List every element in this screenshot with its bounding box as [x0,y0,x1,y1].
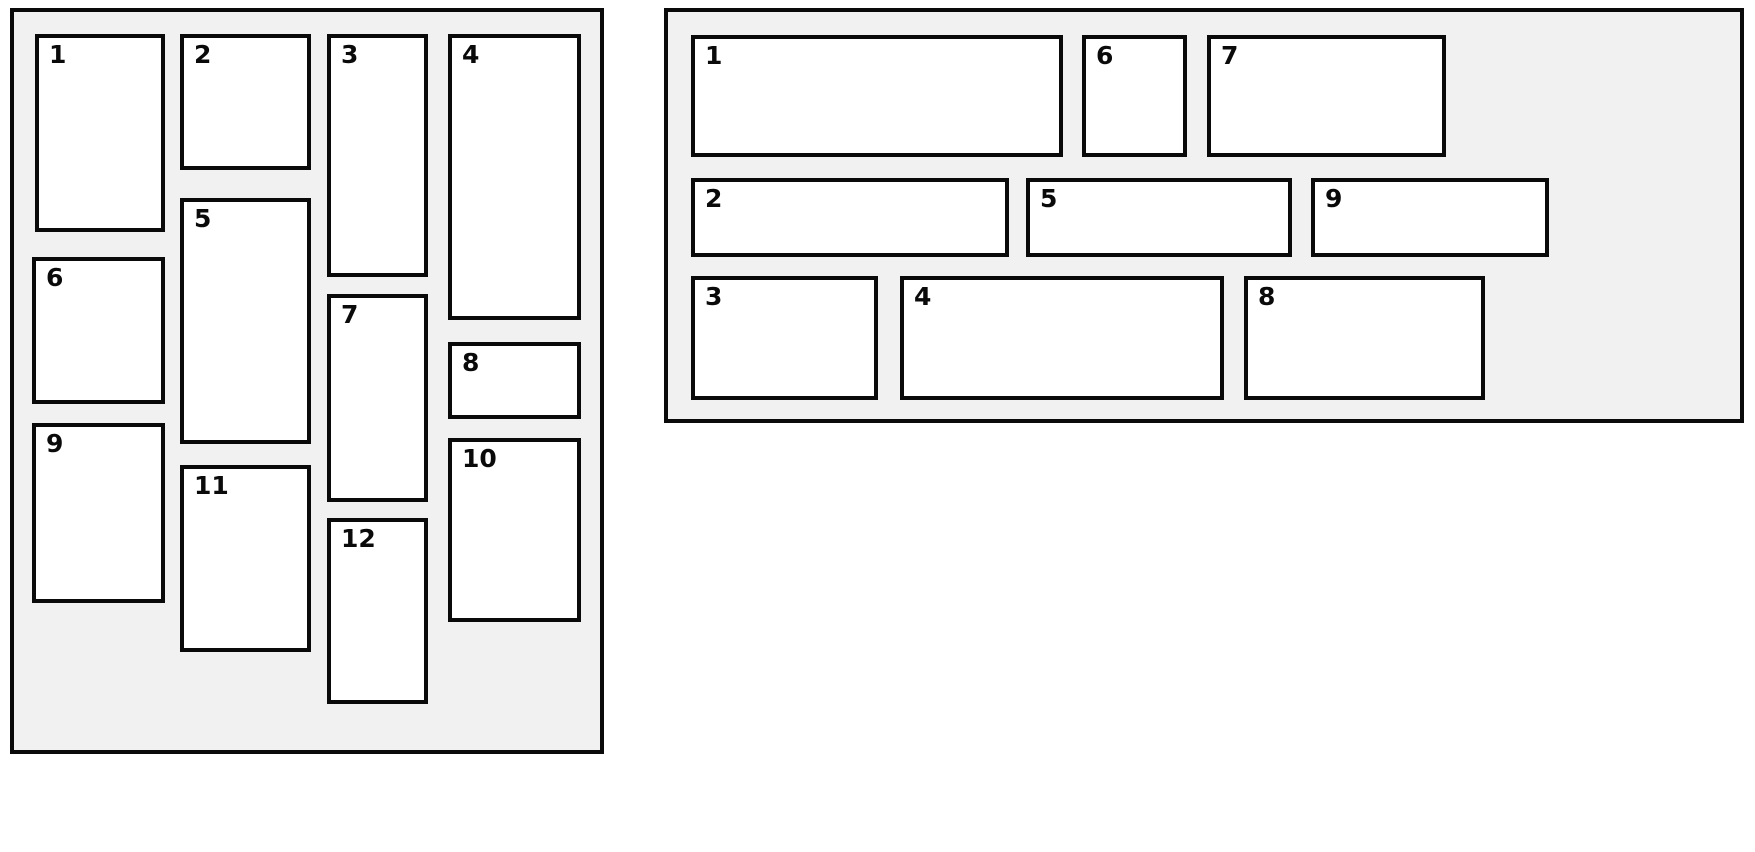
region-label: 1 [705,41,723,70]
region-box-1[interactable]: 1 [691,35,1063,157]
region-label: 5 [194,204,212,233]
region-label: 2 [194,40,212,69]
region-box-6[interactable]: 6 [32,257,165,404]
region-box-1[interactable]: 1 [35,34,165,232]
region-box-3[interactable]: 3 [327,34,428,277]
region-label: 4 [914,282,932,311]
region-label: 7 [341,300,359,329]
region-label: 4 [462,40,480,69]
region-box-8[interactable]: 8 [1244,276,1485,400]
region-label: 9 [46,429,64,458]
region-box-4[interactable]: 4 [448,34,581,320]
region-label: 1 [49,40,67,69]
region-box-4[interactable]: 4 [900,276,1224,400]
region-box-6[interactable]: 6 [1082,35,1187,157]
region-box-3[interactable]: 3 [691,276,878,400]
region-label: 11 [194,471,229,500]
region-label: 3 [341,40,359,69]
region-label: 10 [462,444,497,473]
region-box-10[interactable]: 10 [448,438,581,622]
right-panel: 1 6 7 2 5 9 3 4 8 [664,8,1744,423]
region-box-5[interactable]: 5 [1026,178,1292,257]
region-label: 6 [1096,41,1114,70]
region-box-7[interactable]: 7 [1207,35,1446,157]
region-box-9[interactable]: 9 [1311,178,1549,257]
region-label: 5 [1040,184,1058,213]
region-box-2[interactable]: 2 [180,34,311,170]
region-box-2[interactable]: 2 [691,178,1009,257]
region-label: 8 [462,348,480,377]
region-label: 8 [1258,282,1276,311]
region-box-5[interactable]: 5 [180,198,311,444]
region-box-7[interactable]: 7 [327,294,428,502]
region-box-8[interactable]: 8 [448,342,581,419]
region-label: 3 [705,282,723,311]
region-box-11[interactable]: 11 [180,465,311,652]
region-box-12[interactable]: 12 [327,518,428,704]
region-label: 9 [1325,184,1343,213]
region-label: 7 [1221,41,1239,70]
region-box-9[interactable]: 9 [32,423,165,603]
region-label: 12 [341,524,376,553]
region-label: 6 [46,263,64,292]
region-label: 2 [705,184,723,213]
